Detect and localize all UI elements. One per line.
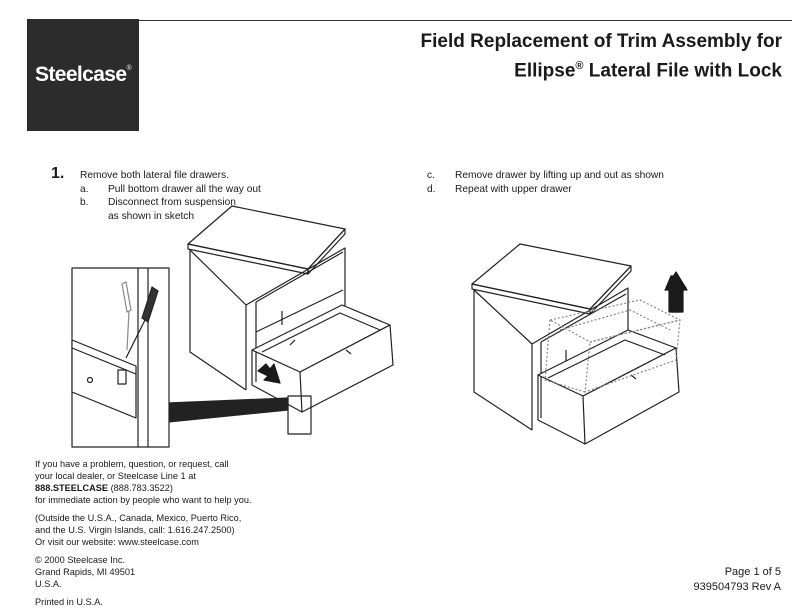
right-cabinet-illustration (471, 243, 680, 445)
title-line-2: Ellipse® Lateral File with Lock (514, 60, 782, 82)
instruction-item: c.Remove drawer by lifting up and out as… (427, 170, 664, 181)
lifted-drawer-outline (544, 299, 681, 393)
copyright-paragraph: © 2000 Steelcase Inc. Grand Rapids, MI 4… (35, 555, 136, 589)
lift-up-arrow-icon (664, 271, 688, 313)
step-number: 1. (51, 165, 65, 182)
step-instructions-left: Remove both lateral file drawers. a.Pull… (80, 169, 261, 223)
instruction-item: d.Repeat with upper drawer (427, 183, 572, 195)
page-info: Page 1 of 5 939504793 Rev A (694, 565, 781, 595)
detail-callout (71, 267, 312, 448)
steelcase-logo: Steelcase® (27, 19, 139, 131)
logo-wordmark: Steelcase® (34, 63, 132, 86)
pull-arrow-icon (257, 363, 281, 384)
document-number: 939504793 Rev A (693, 581, 781, 593)
step-instructions-right: c.Remove drawer by lifting up and out as… (427, 169, 664, 196)
instruction-item: a.Pull bottom drawer all the way out (80, 183, 261, 195)
contact-footer: If you have a problem, question, or requ… (35, 458, 315, 614)
step-main-instruction: Remove both lateral file drawers. (80, 170, 229, 181)
support-paragraph: If you have a problem, question, or requ… (35, 459, 252, 505)
left-cabinet-illustration (187, 205, 394, 413)
title-line-1: Field Replacement of Trim Assembly for (420, 31, 782, 52)
printed-in: Printed in U.S.A. (35, 597, 103, 607)
international-paragraph: (Outside the U.S.A., Canada, Mexico, Pue… (35, 513, 242, 547)
header-rule (139, 20, 792, 21)
instruction-item: as shown in sketch (108, 210, 195, 222)
document-title: Field Replacement of Trim Assembly for E… (421, 30, 782, 83)
page-number: Page 1 of 5 (724, 566, 781, 578)
instruction-item: b.Disconnect from suspension (80, 197, 236, 208)
